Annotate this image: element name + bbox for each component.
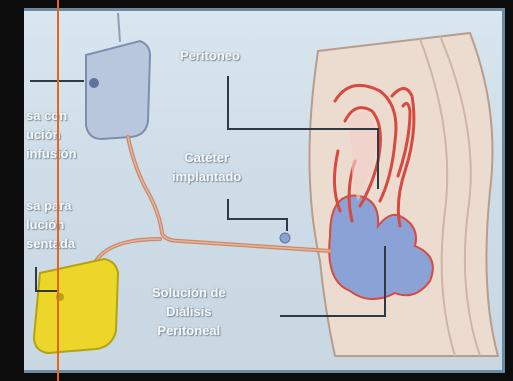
vertical-marker-line [57,0,59,381]
label-peritoneum: Peritoneo [180,46,240,65]
drain-bag [34,259,118,353]
label-dialysis-solution: Solución de Diálisis Peritoneal [152,283,226,340]
left-dark-strip [0,0,24,381]
label-infusion-bag: sa con ución infusión [26,106,77,163]
dialysis-illustration [0,11,505,376]
label-catheter: Catéter implantado [172,148,241,186]
abdomen-cross-section [309,33,498,356]
illustration-panel: sa con ución infusión sa para lución sen… [0,8,505,373]
infusion-bag [86,13,150,139]
label-drain-bag: sa para lución sentada [26,196,75,253]
